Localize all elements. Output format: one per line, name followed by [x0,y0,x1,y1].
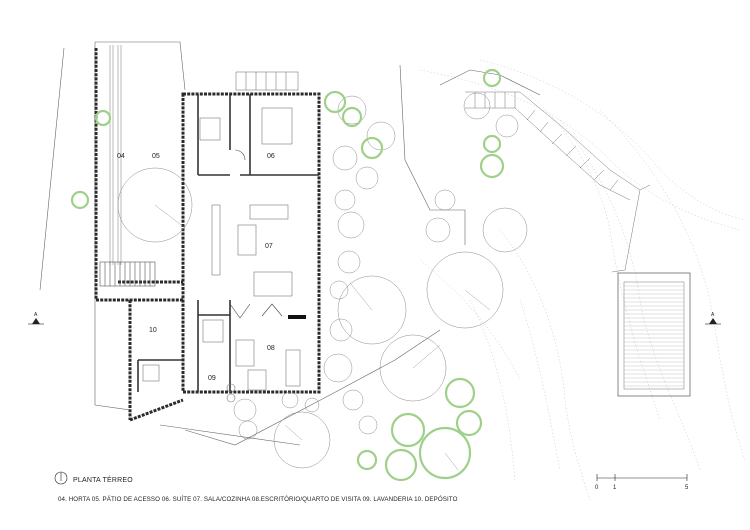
trees-green [70,68,505,482]
site-contours [419,59,746,501]
interior-walls [137,94,319,392]
house-walls [94,48,321,422]
walkway [465,91,651,273]
north-arrow [54,471,68,485]
tree-markers [154,204,491,471]
doors [229,149,283,319]
garden-strip [109,45,122,265]
room-06-label: 06 [267,153,275,160]
room-legend: 04. HORTA 05. PÁTIO DE ACESSO 06. SUÍTE … [58,496,458,503]
room-04-label: 04 [117,153,125,160]
pool-hatch [624,285,684,387]
fireplace [288,315,306,319]
scale-label-1: 1 [613,485,617,491]
site-boundary [39,41,541,446]
stair [99,261,156,287]
section-markers [28,318,721,325]
section-marker-right: A [711,312,715,318]
entry-deck [235,71,299,91]
room-09-label: 09 [208,375,216,382]
room-07-label: 07 [265,243,273,250]
trees-outline [117,92,528,469]
pool-pavilion [617,272,691,397]
section-marker-left: A [34,312,38,318]
furniture [142,107,301,403]
scale-label-5: 5 [685,485,689,491]
room-08-label: 08 [267,345,275,352]
plan-title: PLANTA TÉRREO [73,477,133,484]
room-10-label: 10 [149,327,157,334]
scale-bar [596,474,688,481]
scale-label-0: 0 [595,485,599,491]
room-05-label: 05 [152,153,160,160]
